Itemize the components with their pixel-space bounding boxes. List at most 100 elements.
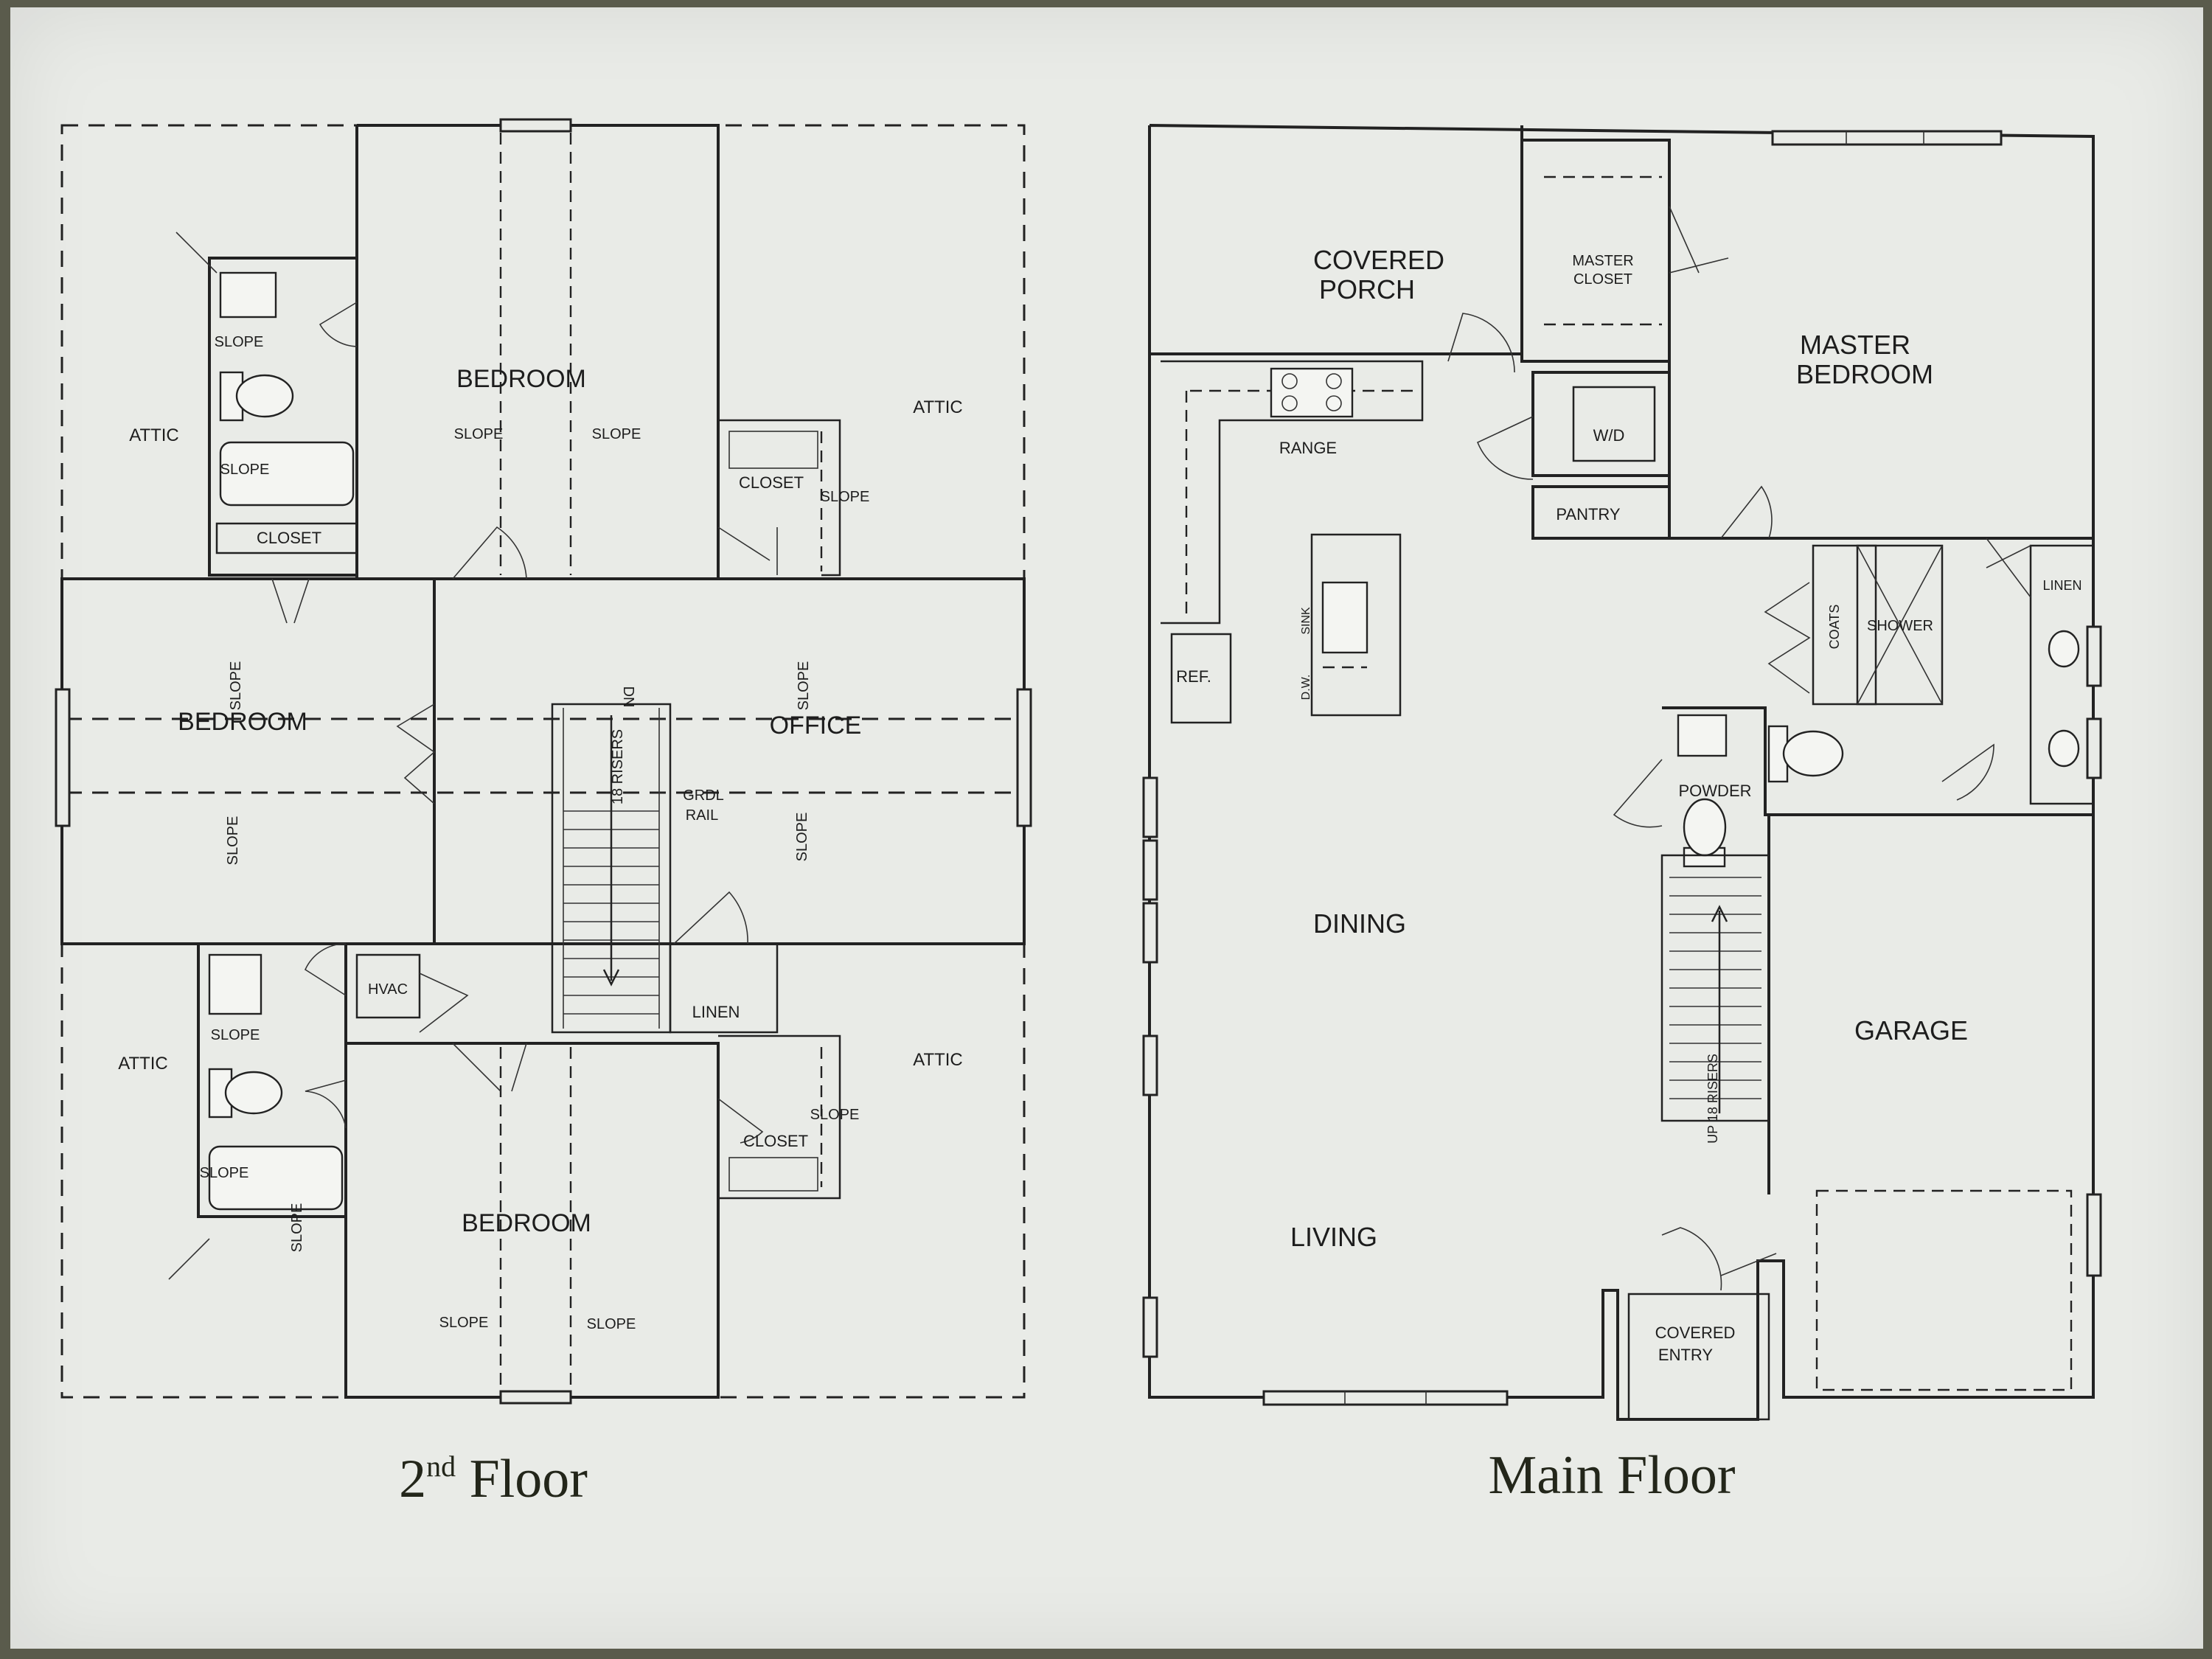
toilet-tank bbox=[208, 1068, 233, 1119]
slope-label: SLOPE bbox=[810, 1107, 860, 1123]
window bbox=[499, 1390, 572, 1405]
bottom-bedroom-walls bbox=[344, 1042, 720, 1399]
powder-sink bbox=[1677, 714, 1728, 757]
slope-label: SLOPE bbox=[200, 1165, 249, 1181]
room-label-master-bedroom: MASTER bbox=[1800, 330, 1910, 360]
top-bedroom-walls bbox=[355, 124, 720, 580]
closet-label: CLOSET bbox=[743, 1132, 808, 1150]
stairwell bbox=[551, 703, 672, 1034]
second-floor-title: 2nd Floor bbox=[399, 1449, 588, 1509]
window bbox=[1771, 130, 2003, 146]
powder-label: POWDER bbox=[1679, 782, 1752, 800]
floor-plans: BEDROOM BEDROOM BEDROOM OFFICE ATTIC ATT… bbox=[55, 118, 2102, 1509]
room-label-master-closet: MASTER bbox=[1572, 253, 1633, 269]
door-swings bbox=[1447, 206, 2031, 1291]
closet-walls bbox=[718, 1034, 841, 1200]
powder-walls bbox=[1662, 706, 2093, 816]
washer-dryer-label: W/D bbox=[1593, 426, 1625, 445]
slope-label: SLOPE bbox=[454, 426, 504, 442]
room-label-covered-porch: PORCH bbox=[1319, 274, 1415, 305]
room-label-attic: ATTIC bbox=[118, 1054, 168, 1074]
window bbox=[1142, 776, 1158, 838]
island-sink bbox=[1321, 581, 1368, 654]
coats-label: COATS bbox=[1827, 605, 1842, 650]
closet-label: CLOSET bbox=[257, 529, 321, 547]
second-floor-plan: BEDROOM BEDROOM BEDROOM OFFICE ATTIC ATT… bbox=[55, 118, 1032, 1509]
window bbox=[1016, 688, 1032, 827]
top-bath-walls bbox=[208, 257, 358, 577]
covered-entry bbox=[1627, 1293, 1770, 1421]
hvac-label: HVAC bbox=[368, 981, 408, 998]
coats-closet bbox=[1812, 544, 1877, 706]
window bbox=[2086, 1193, 2102, 1277]
window bbox=[1142, 902, 1158, 964]
burner bbox=[1326, 395, 1342, 411]
room-label-attic: ATTIC bbox=[913, 1050, 963, 1070]
master-closet-walls bbox=[1520, 139, 1671, 363]
second-floor-labels: BEDROOM BEDROOM BEDROOM OFFICE ATTIC ATT… bbox=[118, 334, 963, 1332]
main-floor-labels: COVERED PORCH MASTER CLOSET MASTER BEDRO… bbox=[1176, 245, 2081, 1364]
slope-label: SLOPE bbox=[211, 1027, 260, 1043]
garage-door bbox=[1815, 1189, 2073, 1391]
covered-entry-label: COVERED bbox=[1655, 1324, 1736, 1342]
window bbox=[1142, 1296, 1158, 1358]
refrigerator bbox=[1170, 633, 1232, 724]
burner bbox=[1326, 373, 1342, 389]
door-swings bbox=[271, 302, 778, 1144]
burner bbox=[1281, 395, 1298, 411]
window bbox=[499, 118, 572, 133]
main-floor-title: Main Floor bbox=[1488, 1445, 1735, 1506]
linen-label: LINEN bbox=[2042, 578, 2081, 593]
middle-band-walls bbox=[60, 577, 1026, 945]
slope-label: SLOPE bbox=[796, 661, 812, 711]
slope-label: SLOPE bbox=[587, 1316, 636, 1332]
range-label: RANGE bbox=[1279, 439, 1337, 457]
linen-closet bbox=[669, 942, 779, 1034]
screen: BEDROOM BEDROOM BEDROOM OFFICE ATTIC ATT… bbox=[10, 7, 2203, 1649]
washer-dryer bbox=[1572, 386, 1656, 462]
room-label-bedroom: BEDROOM bbox=[456, 365, 586, 393]
guardrail-label: RAIL bbox=[686, 807, 718, 824]
window bbox=[1142, 839, 1158, 901]
closet-box bbox=[215, 522, 358, 554]
toilet-bowl bbox=[1683, 798, 1727, 857]
stair-treads bbox=[1669, 877, 1761, 1099]
range-fixture bbox=[1270, 367, 1354, 418]
room-label-dining: DINING bbox=[1313, 908, 1406, 939]
guardrail-label: GRDL bbox=[683, 787, 724, 804]
room-label-bedroom: BEDROOM bbox=[178, 708, 307, 736]
toilet-bowl bbox=[224, 1071, 283, 1115]
bathtub bbox=[208, 1145, 344, 1211]
slope-label: SLOPE bbox=[289, 1203, 305, 1253]
window bbox=[2086, 717, 2102, 779]
linen-label: LINEN bbox=[692, 1003, 740, 1021]
slope-label: SLOPE bbox=[592, 426, 641, 442]
vanity-sink bbox=[2048, 729, 2080, 768]
vanity-sink bbox=[2048, 630, 2080, 668]
window bbox=[1262, 1390, 1509, 1406]
kitchen-counter bbox=[1161, 360, 1424, 625]
dishwasher-label: D.W. bbox=[1300, 675, 1312, 700]
room-label-master-closet: CLOSET bbox=[1573, 271, 1632, 288]
shower-x bbox=[1857, 545, 1943, 705]
room-label-bedroom: BEDROOM bbox=[462, 1209, 591, 1237]
attic-boundary bbox=[60, 124, 1026, 1399]
pantry-label: PANTRY bbox=[1556, 505, 1621, 524]
sink-label: SINK bbox=[1300, 607, 1312, 635]
closet-shelf bbox=[728, 431, 818, 469]
shower-stall bbox=[1856, 544, 1944, 706]
closet-walls bbox=[718, 419, 841, 577]
stair-arrow-head bbox=[1711, 905, 1728, 922]
shower-label: SHOWER bbox=[1867, 618, 1933, 634]
window bbox=[1142, 1034, 1158, 1096]
room-label-covered-porch: COVERED bbox=[1313, 245, 1444, 275]
stair-up-label: UP 18 RISERS bbox=[1705, 1054, 1720, 1144]
room-label-living: LIVING bbox=[1290, 1222, 1377, 1252]
attic-line bbox=[168, 1238, 210, 1280]
toilet-bowl bbox=[235, 374, 294, 418]
closet-shelf bbox=[728, 1157, 818, 1192]
burner bbox=[1281, 373, 1298, 389]
stair-arrow-head bbox=[602, 969, 620, 987]
covered-entry-label: ENTRY bbox=[1658, 1346, 1713, 1364]
room-label-attic: ATTIC bbox=[913, 397, 963, 417]
